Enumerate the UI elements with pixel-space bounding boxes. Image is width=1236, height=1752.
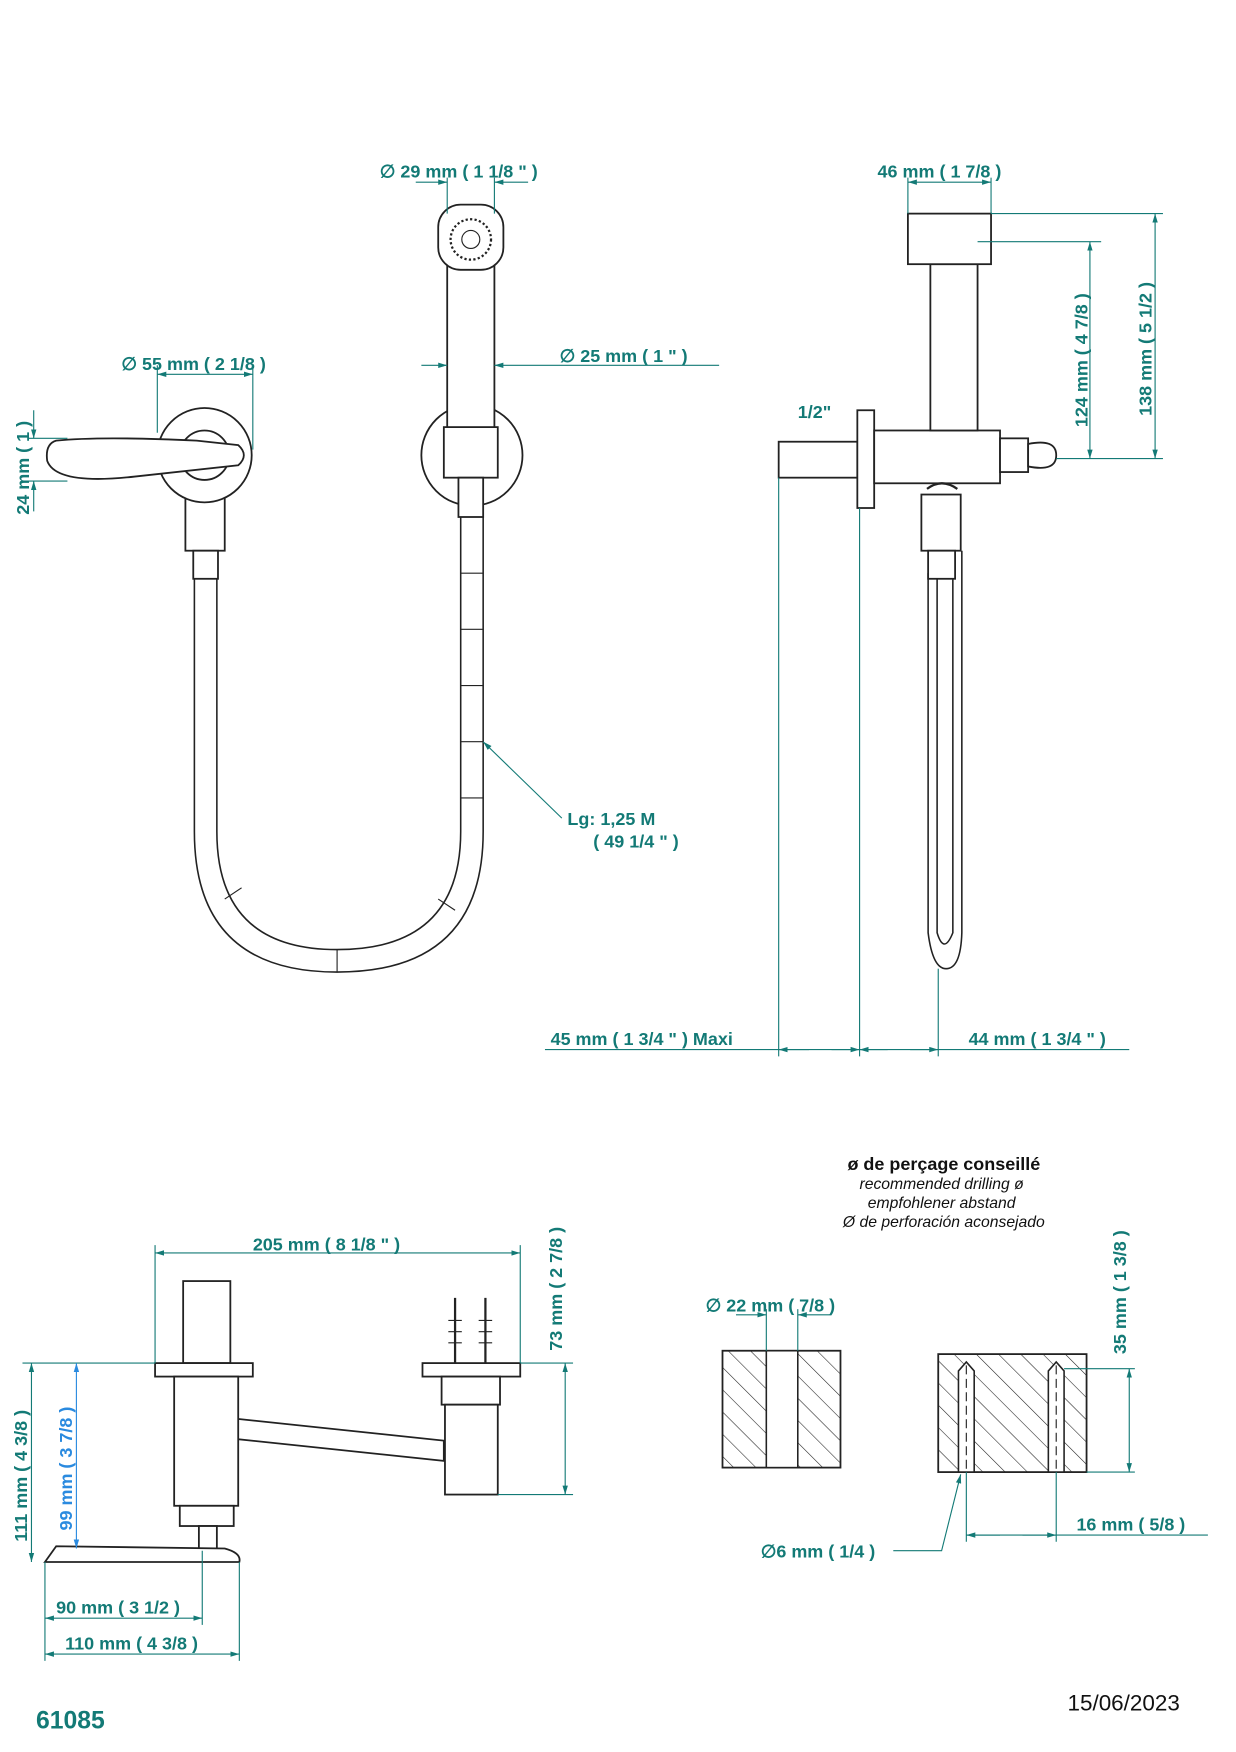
side-hose-connector — [920, 493, 962, 552]
handle-diameter-label: ∅ 25 mm ( 1 " ) — [560, 346, 688, 366]
depth-35-label: 35 mm ( 1 3/8 ) — [1110, 1230, 1130, 1354]
shower-head-side — [906, 212, 992, 266]
wall-depth-label: 45 mm ( 1 3/4 " ) Maxi — [551, 1029, 733, 1049]
valve-knob — [1027, 441, 1058, 469]
width-205-label: 205 mm ( 8 1/8 " ) — [253, 1235, 400, 1255]
hose-offset-label: 44 mm ( 1 3/4 " ) — [969, 1029, 1106, 1049]
hole-22 — [765, 1349, 799, 1469]
wall-pipe — [777, 440, 859, 479]
rosette-diameter-label: ∅ 55 mm ( 2 1/8 ) — [121, 354, 266, 374]
holder-body-top — [444, 1403, 499, 1496]
connecting-arm — [229, 1417, 445, 1462]
height-99-label: 99 mm ( 3 7/8 ) — [56, 1407, 76, 1531]
side-view: 46 mm ( 1 7/8 ) 124 mm ( 4 7/8 ) 138 mm … — [544, 162, 1163, 1057]
drilling-section: ø de perçage conseillé recommended drill… — [706, 1154, 1208, 1561]
drilling-title: ø de perçage conseillé — [847, 1154, 1040, 1174]
hole-6-left — [957, 1360, 975, 1473]
product-reference: 61085 — [36, 1707, 105, 1734]
hole-22-label: ∅ 22 mm ( 7/8 ) — [706, 1295, 836, 1315]
hole-6-right — [1047, 1360, 1065, 1473]
valve-body-top — [173, 1375, 240, 1507]
stem — [182, 1280, 232, 1364]
lever-height-label: 24 mm ( 1 ) — [13, 421, 33, 515]
drilling-en: recommended drilling ø — [859, 1176, 1024, 1193]
hose-length-inches-label: ( 49 1/4 " ) — [593, 831, 678, 851]
hose-connector — [184, 493, 226, 552]
top-view: 205 mm ( 8 1/8 " ) 73 mm ( 2 7/8 ) 111 m… — [11, 1227, 574, 1661]
hose — [193, 516, 484, 973]
lever-handle — [45, 437, 245, 480]
shower-head — [437, 203, 505, 271]
spacing-16-label: 16 mm ( 5/8 ) — [1076, 1515, 1185, 1535]
height-73-label: 73 mm ( 2 7/8 ) — [546, 1227, 566, 1351]
shower-handle — [446, 252, 496, 434]
height-138-label: 138 mm ( 5 1/2 ) — [1136, 282, 1156, 416]
valve-body — [873, 429, 1001, 485]
head-diameter-label: ∅ 29 mm ( 1 1/8 " ) — [380, 162, 538, 182]
hole-6-label: ∅6 mm ( 1/4 ) — [761, 1541, 876, 1561]
hose-length-label: Lg: 1,25 M — [567, 809, 655, 829]
height-124-label: 124 mm ( 4 7/8 ) — [1072, 293, 1092, 427]
thread-size-label: 1/2" — [798, 402, 832, 422]
drilling-es: Ø de perforación aconsejado — [842, 1214, 1045, 1231]
width-110-label: 110 mm ( 4 3/8 ) — [65, 1634, 198, 1654]
front-view: ∅ 29 mm ( 1 1/8 " ) ∅ 25 mm ( 1 " ) ∅ 55… — [13, 162, 720, 973]
lever-top — [43, 1545, 241, 1563]
drawing-date: 15/06/2023 — [1067, 1690, 1179, 1715]
width-90-label: 90 mm ( 3 1/2 ) — [56, 1598, 180, 1618]
shower-body-side — [929, 263, 979, 432]
screw-icons — [448, 1297, 493, 1364]
drilling-de: empfohlener abstand — [868, 1195, 1017, 1212]
head-width-label: 46 mm ( 1 7/8 ) — [878, 162, 1002, 182]
height-111-label: 111 mm ( 4 3/8 ) — [11, 1410, 31, 1542]
wall-plate — [856, 409, 876, 509]
